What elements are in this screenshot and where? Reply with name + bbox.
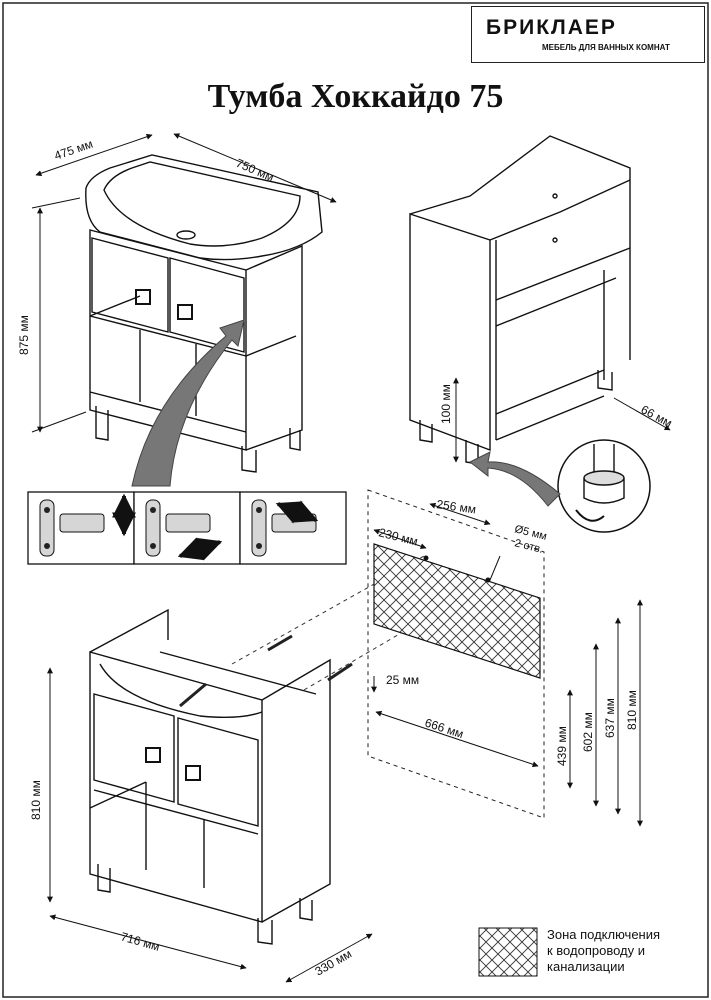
dim-body-depth: 330 мм [313,947,355,979]
dim-leg-height: 100 мм [439,384,453,424]
dim-637: 637 мм [603,698,617,738]
dim-panel-width: 666 мм [423,716,465,742]
legend-line-3: канализации [547,959,625,974]
dim-top-depth: 475 мм [52,137,94,163]
back-view-dimensions [453,377,671,463]
body-dimensions [47,667,373,983]
body-back-view [409,135,631,465]
dim-panel-bottom: 25 мм [386,673,419,687]
brand-tagline: МЕБЕЛЬ ДЛЯ ВАННЫХ КОМНАТ [542,43,670,52]
dim-total-height: 875 мм [17,315,31,355]
detail-arrow-right [469,451,561,507]
dim-leg-offset: 66 мм [639,402,675,430]
leg-detail-circle [557,439,651,533]
detail-arrow-left [131,319,245,487]
top-dimensions [31,133,337,433]
dim-hole-offset: 230 мм [377,525,419,548]
brand-name: БРИКЛАЕР [486,16,617,39]
legend-line-1: Зона подключения [547,927,661,942]
legend-swatch [478,927,538,977]
dim-810-panel: 810 мм [625,690,639,730]
back-panel [367,489,545,819]
legend-label: Зона подключения к водопроводу и канализ… [547,927,707,975]
dim-body-width: 716 мм [119,929,161,953]
connection-zone [373,543,541,679]
mounting-screws [179,634,353,708]
assembled-cabinet [85,154,323,473]
dim-hole-spacing: 256 мм [436,497,477,516]
dim-body-height: 810 мм [29,780,43,820]
page-title: Тумба Хоккайдо 75 [207,78,504,115]
leg-detail [575,444,625,522]
cabinet-body [89,608,331,945]
dim-602: 602 мм [581,712,595,752]
brand-logo: БРИКЛАЕР МЕБЕЛЬ ДЛЯ ВАННЫХ КОМНАТ [471,6,705,63]
hinge-detail-panels [27,491,347,565]
panel-dimensions [371,502,643,827]
legend-line-2: к водопроводу и [547,943,645,958]
dim-439: 439 мм [555,726,569,766]
